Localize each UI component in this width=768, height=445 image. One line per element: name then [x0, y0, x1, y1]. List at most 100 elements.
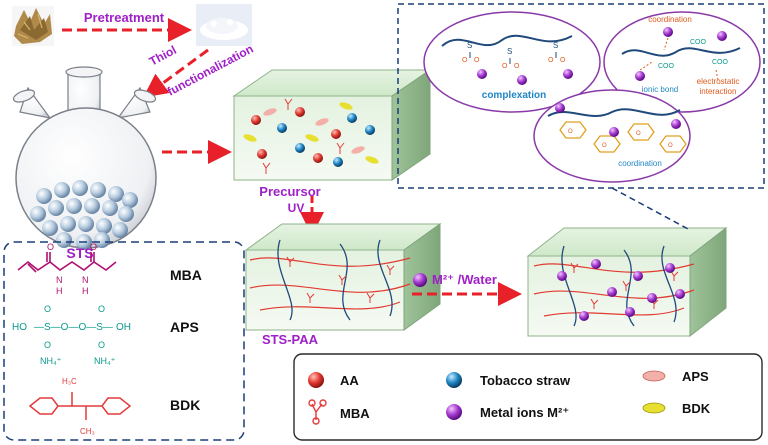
bead	[102, 200, 118, 216]
legend-aa-icon	[308, 372, 324, 388]
bead	[90, 182, 106, 198]
legend-aps-icon	[642, 370, 666, 382]
bead	[84, 198, 100, 214]
mba-h2: H	[82, 286, 89, 296]
bead	[42, 220, 58, 236]
bdk-particle	[365, 156, 379, 164]
precursor-particles	[243, 98, 379, 174]
bdk-particle	[339, 102, 353, 110]
bead	[94, 232, 110, 248]
mba-particle	[336, 142, 345, 154]
flask-beads	[30, 180, 138, 250]
legend-mba-label: MBA	[340, 406, 370, 421]
bead	[66, 198, 82, 214]
aa-particle	[331, 129, 341, 139]
mba-name: MBA	[170, 267, 202, 283]
aps-o-bot1: O	[44, 340, 51, 350]
bdk-structure	[28, 392, 132, 420]
bdk-particle	[243, 134, 257, 142]
mba-structure	[17, 252, 117, 273]
raw-straw-image	[12, 6, 54, 46]
svg-text:COO: COO	[712, 59, 729, 66]
metal-ion-arrow-icon	[413, 273, 427, 287]
aps-o-bot2: O	[98, 340, 105, 350]
legend-mba-icon	[308, 399, 327, 425]
bead	[60, 216, 76, 232]
tobacco-particle	[333, 157, 343, 167]
svg-text:O: O	[602, 143, 607, 149]
aps-structure: HO —S—O—O—S— OH O O O O NH₄⁺ NH₄⁺	[12, 304, 131, 366]
aa-particle	[251, 115, 261, 125]
uv-label: UV	[288, 201, 305, 215]
mba-particle	[284, 98, 293, 110]
mechanism-panel	[397, 3, 765, 189]
aps-o-top2: O	[98, 304, 105, 314]
sts-paa-box	[244, 223, 442, 331]
electrostatic-label: electrostatic	[697, 77, 740, 86]
thiol-arrow	[143, 48, 209, 98]
pretreatment-label: Pretreatment	[84, 10, 165, 25]
aps-o-top1: O	[44, 304, 51, 314]
bead	[122, 192, 138, 208]
aps-nh4-left: NH₄⁺	[40, 356, 62, 366]
mba-n1: N	[56, 275, 63, 285]
aps-name: APS	[170, 319, 199, 335]
bead	[56, 232, 72, 248]
svg-text:O: O	[636, 131, 641, 137]
precursor-label: Precursor	[259, 184, 320, 199]
mba-h1: H	[56, 286, 63, 296]
mba-o1: O	[47, 242, 54, 252]
bead	[54, 182, 70, 198]
aa-particle	[257, 149, 267, 159]
tobacco-particle	[295, 143, 305, 153]
legend-metal-icon	[446, 404, 462, 420]
bead	[78, 216, 94, 232]
legend-panel	[293, 353, 763, 441]
legend-tobacco-label: Tobacco straw	[480, 373, 571, 388]
ionic-bond-label: ionic bond	[642, 85, 678, 94]
aps-nh4-right: NH₄⁺	[94, 356, 116, 366]
sts-paa-label: STS-PAA	[262, 332, 319, 347]
bead	[112, 222, 128, 238]
ionic-ellipse: coordination ionic bond electrostatic in…	[603, 11, 761, 113]
final-hydrogel-box	[526, 226, 728, 338]
bead	[30, 206, 46, 222]
aps-oh: OH	[116, 322, 131, 333]
complexation-label: complexation	[482, 90, 546, 101]
coordination-top-label: coordination	[648, 15, 692, 24]
bdk-h3c: H₃C	[62, 377, 77, 386]
mechanism-connector	[611, 187, 691, 231]
tobacco-particle	[365, 125, 375, 135]
svg-text:S: S	[507, 47, 512, 56]
legend-aps-label: APS	[682, 369, 709, 384]
tobacco-particle	[277, 123, 287, 133]
legend-aa-label: AA	[340, 373, 359, 388]
reagent-panel	[3, 241, 245, 441]
svg-text:COO: COO	[658, 63, 675, 70]
mba-n2: N	[82, 275, 89, 285]
svg-text:COO: COO	[690, 39, 707, 46]
aps-particle	[351, 146, 365, 154]
aps-ho: HO	[12, 322, 27, 333]
svg-text:S: S	[467, 41, 472, 50]
pretreated-powder-image	[196, 4, 252, 46]
svg-text:O: O	[548, 57, 554, 64]
bead	[108, 186, 124, 202]
svg-text:O: O	[560, 57, 566, 64]
svg-text:O: O	[502, 63, 508, 70]
svg-text:O: O	[514, 63, 520, 70]
sts-label: STS	[66, 245, 93, 261]
interaction-label: interaction	[700, 87, 737, 96]
bdk-particle	[305, 134, 319, 142]
final-hydrogel-network	[533, 245, 695, 327]
bead	[36, 188, 52, 204]
svg-text:O: O	[668, 143, 673, 149]
bead	[48, 200, 64, 216]
aps-particle	[315, 118, 329, 126]
bdk-ch3: CH₃	[80, 427, 95, 436]
coordination-bottom-label: coordination	[618, 159, 662, 168]
thiol-label: Thiol	[147, 43, 179, 69]
